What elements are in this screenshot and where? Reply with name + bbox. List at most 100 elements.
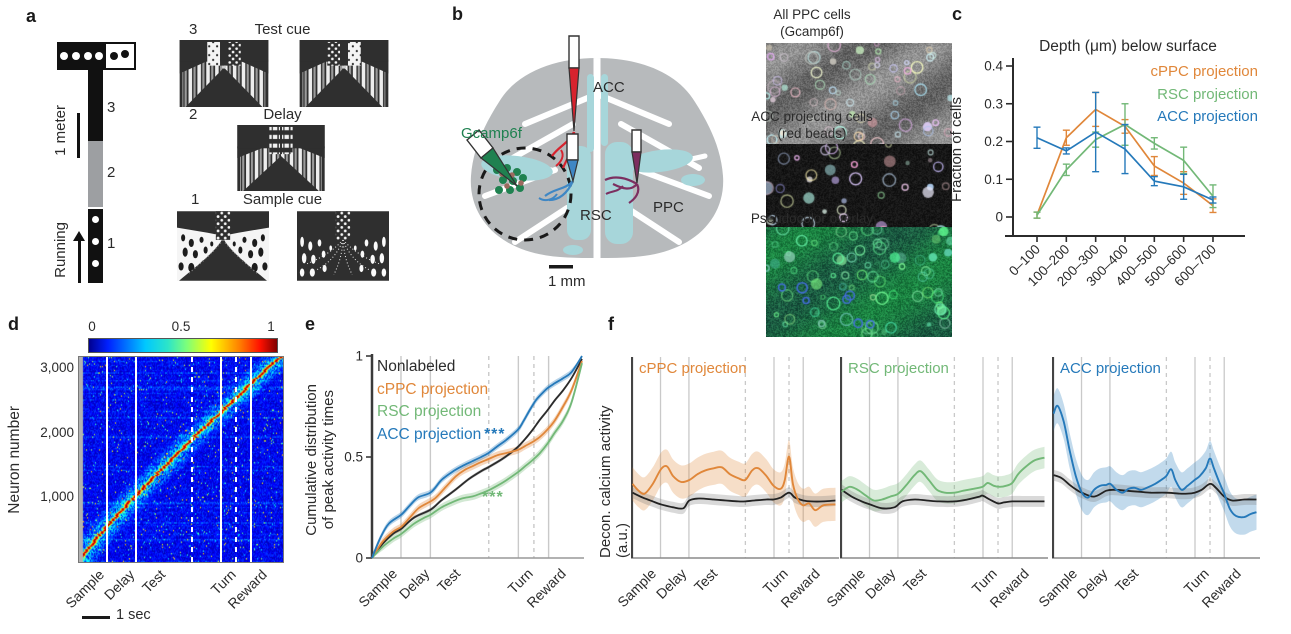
heatmap-event-line [249, 357, 252, 562]
cue-row-3-number: 3 [189, 21, 198, 38]
cumdist-series-RSC [371, 362, 583, 559]
activity-nonlabeled-line [1053, 474, 1257, 502]
sequence-heatmap [78, 356, 284, 563]
cue-row-1-number: 1 [191, 191, 200, 208]
activity-subplot-title: RSC projection [848, 360, 949, 377]
depth-ytick-label: 0.3 [984, 96, 1003, 111]
cumdist-chart: 10.50 [344, 350, 584, 566]
heatmap-event-line [235, 357, 238, 562]
micrograph-1-title-line2: (Gcamp6f) [780, 24, 844, 39]
segment-number-3: 3 [107, 99, 116, 116]
running-arrow-head [73, 231, 85, 241]
x-event-label: Delay [653, 565, 690, 602]
cumdist-ytick-label: 1 [355, 350, 363, 364]
colorbar [88, 338, 278, 353]
heatmap-event-line [220, 357, 223, 562]
cumdist-band [372, 356, 582, 558]
heatmap-canvas [79, 357, 283, 562]
maze-segment-3 [88, 70, 103, 141]
legend-entry: cPPC projection [1150, 63, 1258, 80]
depth-ytick-label: 0.4 [984, 59, 1003, 74]
micrograph-2-title-line2: (red beads) [777, 126, 847, 141]
rsc-region-label: RSC [580, 207, 612, 224]
cumdist-series-Nonlabeled [371, 358, 583, 559]
meter-scalebar [77, 113, 80, 158]
rsc-pipette [538, 133, 579, 202]
heatmap-ytick-label: 2,000 [40, 424, 74, 440]
cue-row-2-title: Delay [263, 106, 302, 123]
running-label: Running [52, 222, 69, 278]
x-event-label: Sample [614, 565, 660, 611]
cumdist-series-ACC [371, 355, 583, 559]
x-event-label: Test [138, 566, 169, 596]
heatmap-event-line [134, 357, 137, 562]
legend-entry: Nonlabeled [377, 358, 456, 375]
acc-region-label: ACC [593, 79, 625, 96]
maze-reward-arm-left [57, 42, 104, 70]
depth-ytick-label: 0.1 [984, 172, 1003, 187]
depth-chart-ylabel: Fraction of cells [948, 97, 965, 203]
activity-chart-cppc [631, 357, 839, 559]
cumdist-series-cPPC [371, 360, 583, 559]
legend-entry: cPPC projection [377, 380, 489, 398]
legend-entry: RSC projection [377, 403, 482, 420]
activity-band [1053, 388, 1257, 535]
panel-c-label: c [952, 4, 963, 24]
x-event-label: Sample [62, 566, 107, 612]
injection-site-circle [477, 146, 573, 242]
cumdist-ylabel: Cumulative distribution of peak activity… [303, 383, 337, 536]
heatmap-event-line [106, 357, 109, 562]
maze-segment-2 [88, 141, 103, 207]
meter-scale-label: 1 meter [52, 105, 69, 156]
depth-ytick-label: 0.2 [984, 134, 1003, 149]
rsc-significance: *** [482, 489, 504, 506]
sample-cue-image-left [177, 211, 269, 281]
activity-nonlabeled-line [632, 491, 836, 510]
activity-chart-acc [1052, 357, 1260, 559]
depth-series-ACC [1036, 131, 1214, 201]
micrograph-2-title-line1: ACC projecting cells [751, 109, 873, 124]
test-cue-image-left [179, 40, 269, 107]
colorbar-tick-label: 1 [267, 319, 275, 334]
colorbar-tick-label: 0.5 [171, 319, 191, 334]
maze-reward-arm-right [104, 42, 136, 70]
x-event-label: Test [691, 565, 721, 595]
segment-number-1: 1 [107, 235, 116, 252]
activity-band [1053, 469, 1257, 507]
x-event-label: Test [433, 565, 464, 595]
heatmap-ytick-label: 1,000 [40, 489, 74, 505]
panel-a-label: a [26, 6, 37, 26]
segment-number-2: 2 [107, 164, 116, 181]
activity-nonlabeled-line [841, 489, 1045, 510]
micrograph-3-title-line1: Pseudocolor overlay [750, 211, 874, 226]
activity-subplot-title: cPPC projection [639, 360, 747, 377]
ppc-region-label: PPC [653, 199, 684, 216]
brain-schematic: Gcamp6f ACC RSC PPC 1 mm [461, 35, 724, 290]
panel-e-label: e [305, 314, 316, 334]
gcamp-pipette [466, 128, 518, 187]
maze-segment-1 [88, 209, 103, 283]
ppc-pipette [604, 129, 642, 204]
cue-row-2-number: 2 [189, 106, 198, 123]
labeled-cell-dots [493, 164, 527, 194]
activity-band [841, 484, 1045, 514]
gcamp-label: Gcamp6f [461, 125, 523, 142]
heatmap-ytick-label: 3,000 [40, 359, 74, 375]
panel-d-label: d [8, 314, 19, 334]
test-cue-image-right [299, 40, 389, 107]
cumdist-ytick-label: 0 [355, 551, 363, 566]
heatmap-ylabel: Neuron number [6, 406, 23, 514]
activity-band [632, 439, 836, 527]
panel-b-label: b [452, 4, 463, 24]
x-event-label: Delay [395, 565, 432, 602]
cue-row-1-title: Sample cue [242, 191, 323, 208]
depth-chart-title: Depth (μm) below surface [1039, 38, 1217, 55]
activity-chart-rsc [840, 357, 1048, 559]
x-event-label: Delay [862, 565, 899, 602]
sample-cue-image-right [297, 211, 389, 281]
x-event-label: Sample [823, 565, 869, 611]
sec-scale-label: 1 sec [116, 607, 151, 623]
legend-entry: RSC projection [1157, 85, 1258, 103]
